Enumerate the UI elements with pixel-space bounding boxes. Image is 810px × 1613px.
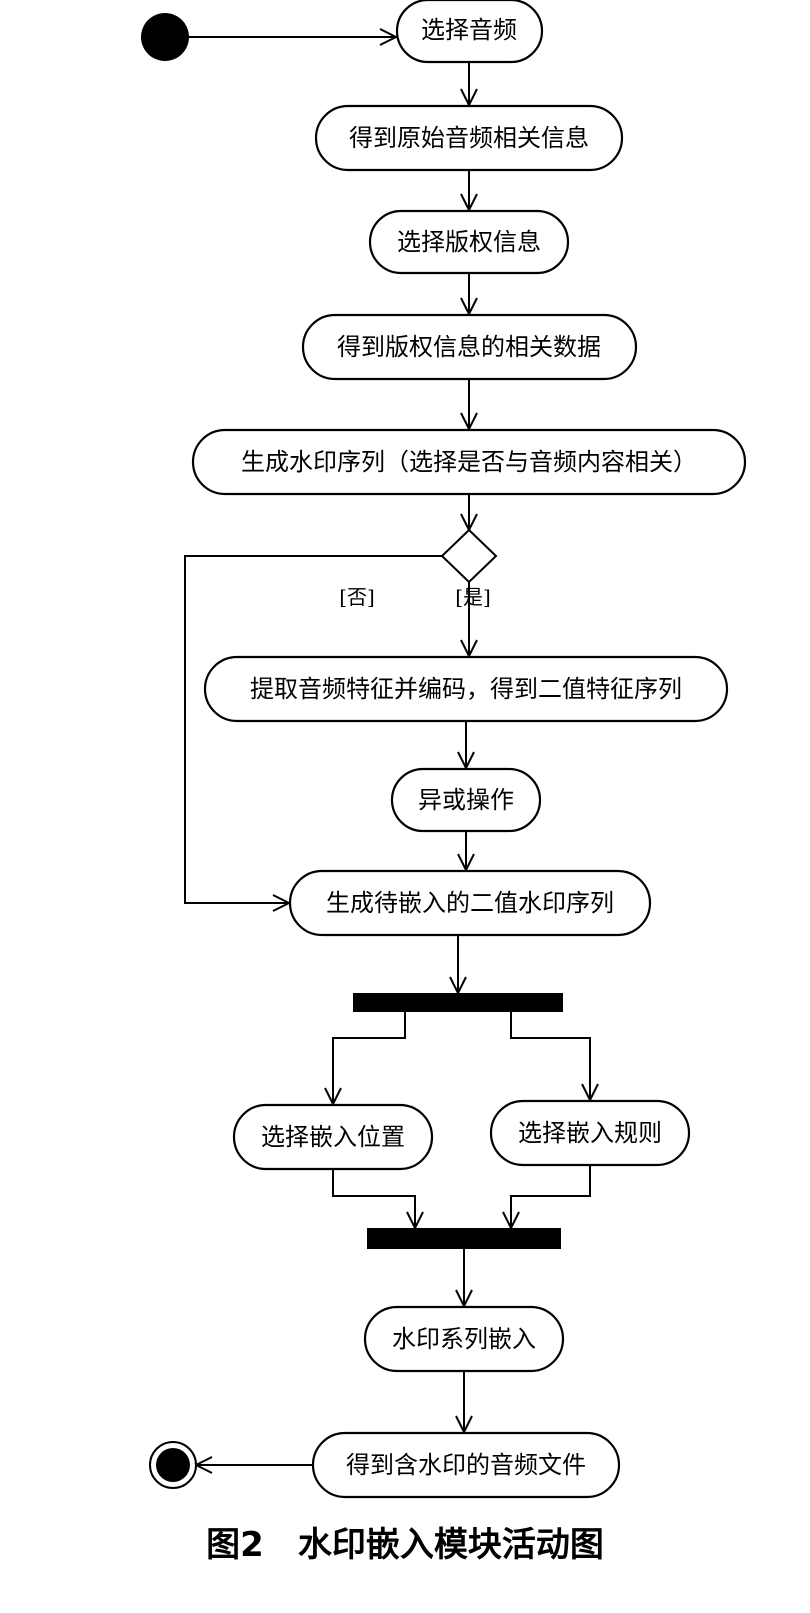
- edge-fork-right: [510, 1012, 590, 1100]
- node-get-watermarked-audio-label: 得到含水印的音频文件: [346, 1451, 586, 1479]
- fork-bar: [353, 993, 563, 1012]
- node-select-copyright: 选择版权信息: [368, 209, 570, 275]
- node-xor-operation: 异或操作: [390, 767, 542, 833]
- node-xor-operation-label: 异或操作: [418, 786, 514, 814]
- node-get-copyright-data-label: 得到版权信息的相关数据: [337, 333, 601, 361]
- guard-no: [否]: [339, 585, 375, 609]
- edge-join-left: [332, 1169, 415, 1228]
- final-node: [149, 1441, 197, 1489]
- node-select-position-label: 选择嵌入位置: [261, 1123, 405, 1151]
- guard-yes: [是]: [455, 585, 491, 609]
- node-generate-sequence: 生成水印序列（选择是否与音频内容相关）: [191, 428, 747, 496]
- node-extract-features: 提取音频特征并编码，得到二值特征序列: [203, 655, 729, 723]
- node-generate-binary-watermark-label: 生成待嵌入的二值水印序列: [326, 889, 614, 917]
- edge-no: [184, 555, 442, 903]
- node-select-audio-label: 选择音频: [421, 16, 517, 44]
- initial-node: [141, 13, 189, 61]
- node-generate-binary-watermark: 生成待嵌入的二值水印序列: [288, 869, 652, 937]
- node-extract-features-label: 提取音频特征并编码，得到二值特征序列: [250, 675, 682, 703]
- activity-diagram: 选择音频 得到原始音频相关信息 选择版权信息 得到版权信息的相关数据 生成水印序…: [141, 0, 747, 1499]
- node-select-audio: 选择音频: [395, 0, 544, 64]
- node-get-watermarked-audio: 得到含水印的音频文件: [311, 1431, 621, 1499]
- node-select-rule-label: 选择嵌入规则: [518, 1119, 662, 1147]
- node-generate-sequence-label: 生成水印序列（选择是否与音频内容相关）: [241, 448, 697, 476]
- figure-caption: 图2 水印嵌入模块活动图: [206, 1525, 604, 1565]
- node-get-original-info: 得到原始音频相关信息: [314, 104, 624, 172]
- decision-node: [440, 528, 498, 584]
- node-embed-sequence-label: 水印系列嵌入: [392, 1325, 536, 1353]
- node-get-original-info-label: 得到原始音频相关信息: [349, 124, 589, 152]
- join-bar: [367, 1228, 561, 1249]
- node-select-rule: 选择嵌入规则: [489, 1099, 691, 1167]
- edge-fork-left: [333, 1012, 406, 1104]
- edge-join-right: [511, 1165, 591, 1228]
- node-get-copyright-data: 得到版权信息的相关数据: [301, 313, 638, 381]
- node-select-position: 选择嵌入位置: [232, 1103, 434, 1171]
- node-select-copyright-label: 选择版权信息: [397, 228, 541, 256]
- node-embed-sequence: 水印系列嵌入: [363, 1305, 565, 1373]
